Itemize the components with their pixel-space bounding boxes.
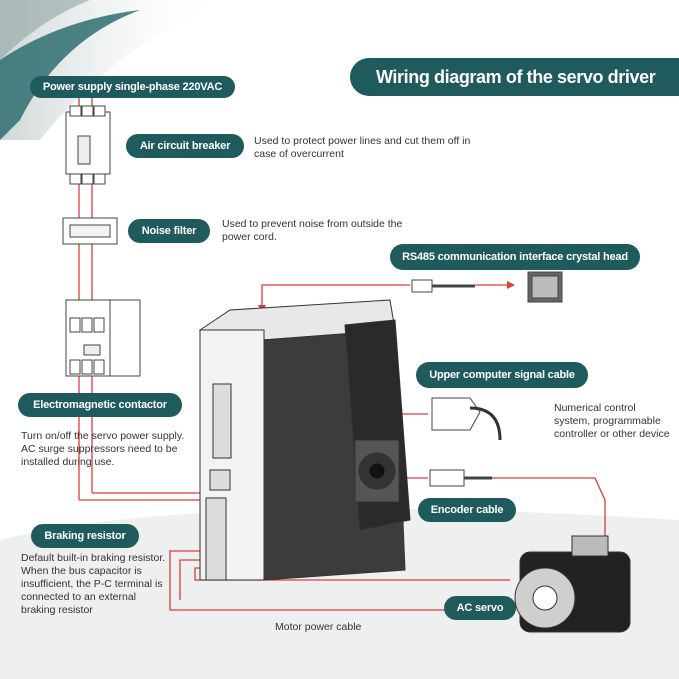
monitor-icon	[527, 271, 563, 303]
ac-servo-icon	[514, 535, 631, 633]
contactor-description: Turn on/off the servo power supply. AC s…	[21, 430, 185, 468]
air-breaker-label: Air circuit breaker	[126, 134, 244, 158]
contactor-icon	[65, 299, 141, 377]
contactor-label: Electromagnetic contactor	[18, 393, 182, 417]
servo-driver-icon	[198, 299, 411, 581]
air-breaker-icon	[65, 105, 111, 185]
encoder-connector-icon	[429, 469, 492, 487]
signal-connector-icon	[431, 397, 502, 441]
air-breaker-description: Used to protect power lines and cut them…	[254, 135, 471, 160]
numerical-description: Numerical control system, programmable c…	[554, 402, 670, 440]
rs485-label: RS485 communication interface crystal he…	[390, 244, 640, 270]
ac-servo-label: AC servo	[444, 596, 516, 620]
power-supply-label: Power supply single-phase 220VAC	[30, 76, 235, 98]
noise-filter-label: Noise filter	[128, 219, 210, 243]
diagram-title: Wiring diagram of the servo driver	[350, 58, 679, 96]
braking-description: Default built-in braking resistor. When …	[21, 552, 166, 616]
motor-cable-label: Motor power cable	[275, 621, 362, 633]
braking-resistor-label: Braking resistor	[31, 524, 139, 548]
encoder-label: Encoder cable	[418, 498, 516, 522]
noise-filter-description: Used to prevent noise from outside the p…	[222, 218, 403, 243]
noise-filter-icon	[62, 217, 118, 245]
upper-signal-label: Upper computer signal cable	[416, 362, 588, 388]
rs485-connector-icon	[411, 279, 475, 293]
